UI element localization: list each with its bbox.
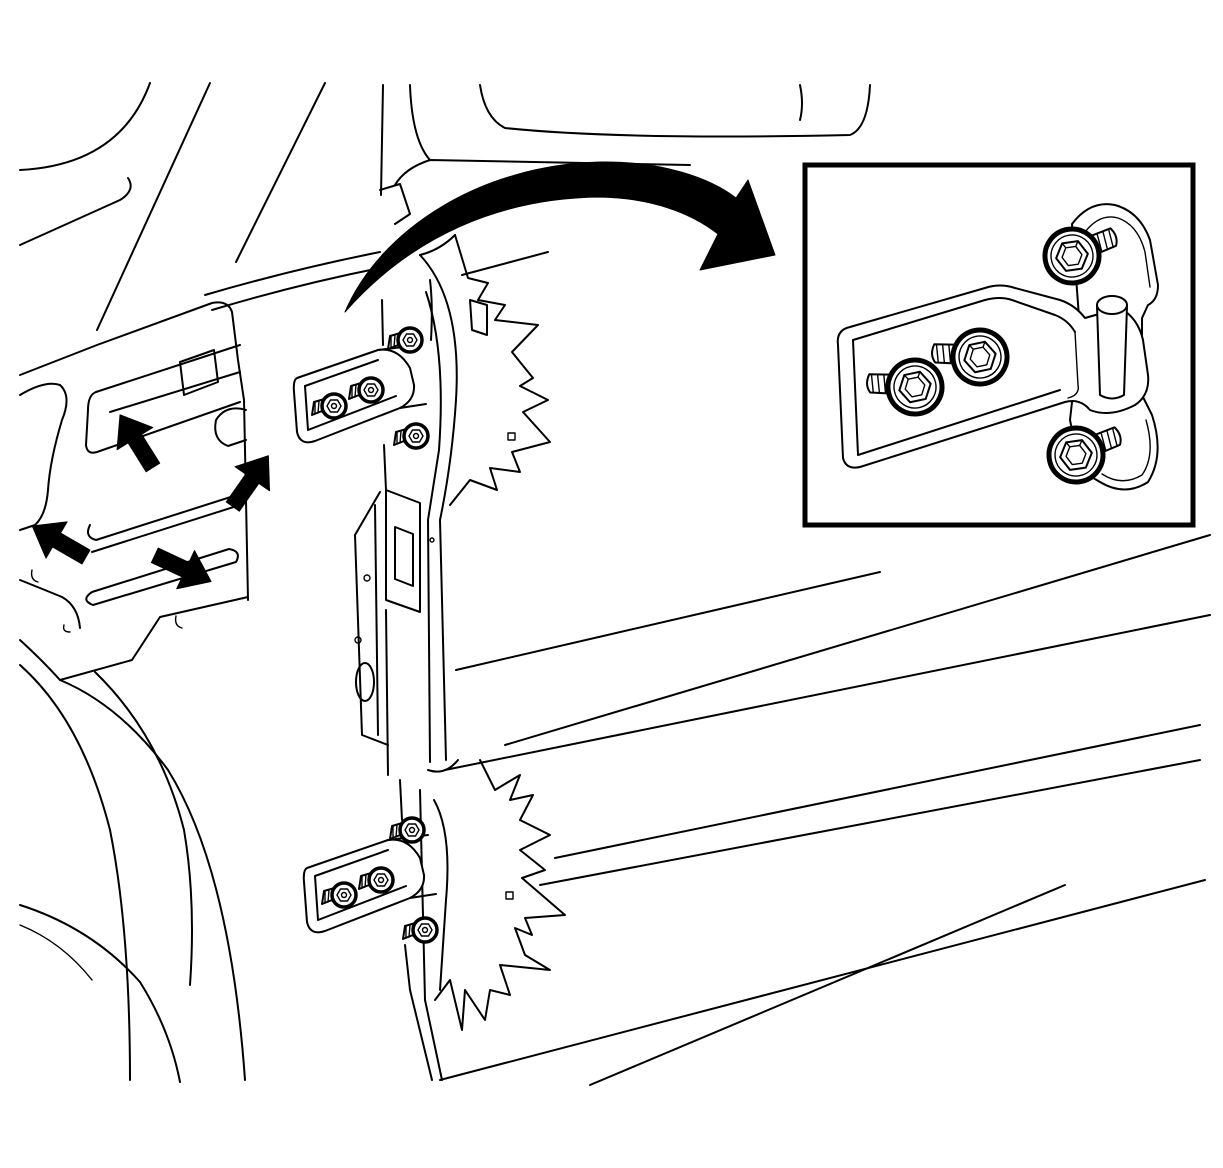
striker-plate [385,489,421,613]
door-slot [469,299,488,336]
striker-opening [394,526,414,587]
tear-line-upper [449,234,551,506]
tear-line-lower [434,759,566,1031]
b-pillar [354,299,435,1081]
door-hole [505,891,514,900]
bolt [401,916,439,944]
hinge-lower [302,816,439,944]
door-hole [507,432,516,441]
detail-inset [802,162,1196,528]
door-edge [419,234,516,1081]
body-roof-upper-right [461,84,871,276]
direction-arrows [21,403,287,602]
bolt [392,422,430,450]
arrow-lower-left-icon [21,507,97,576]
wheel-arch [19,664,246,1083]
door-panel-lines [439,534,1211,1086]
arrow-lower-right-icon [145,535,221,602]
callout-curved-arrow-icon [344,161,776,313]
hinge-upper [292,326,430,450]
arrow-upper-left-icon [101,403,172,480]
arrow-upper-right-icon [215,443,287,520]
pillar-hole [355,662,375,702]
body-side-panel [19,301,249,681]
body-roof-rail [19,82,691,331]
